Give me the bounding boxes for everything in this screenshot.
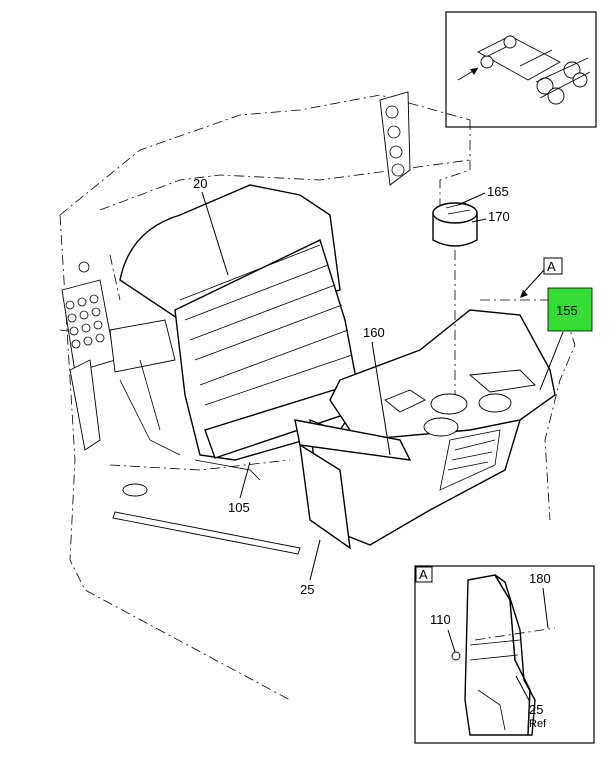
console-bracket (294, 419, 412, 550)
detail-callout-180: 180 (529, 571, 551, 586)
sleeper-cabinet (119, 184, 361, 481)
callout-165: 165 (487, 184, 509, 199)
callout-20: 20 (193, 176, 207, 191)
locator-arrow-icon (457, 67, 479, 81)
bolt-icon (451, 651, 461, 661)
window-frame (379, 91, 411, 186)
callout-170: 170 (488, 209, 510, 224)
detail-ref-label: Ref (529, 718, 547, 730)
callout-155-highlight[interactable] (547, 287, 593, 332)
cup-holder (432, 202, 478, 395)
left-pillar (69, 319, 301, 555)
trim-panel-detail (464, 574, 536, 736)
callout-155: 155 (556, 303, 578, 318)
callout-105: 105 (228, 500, 250, 515)
chassis-locator-icon (477, 35, 591, 105)
detail-letter-A: A (419, 567, 428, 582)
detail-callout-25: 25 (529, 702, 543, 717)
callout-25: 25 (300, 582, 314, 597)
callout-160: 160 (363, 325, 385, 340)
callout-A: A (547, 259, 556, 274)
detail-a-inset: A 180 110 25 Ref (414, 565, 595, 744)
perforated-panel (61, 261, 116, 373)
callouts: 20 165 170 A 155 160 105 25 (193, 176, 593, 597)
locator-inset (445, 11, 597, 128)
detail-callout-110: 110 (430, 612, 451, 627)
